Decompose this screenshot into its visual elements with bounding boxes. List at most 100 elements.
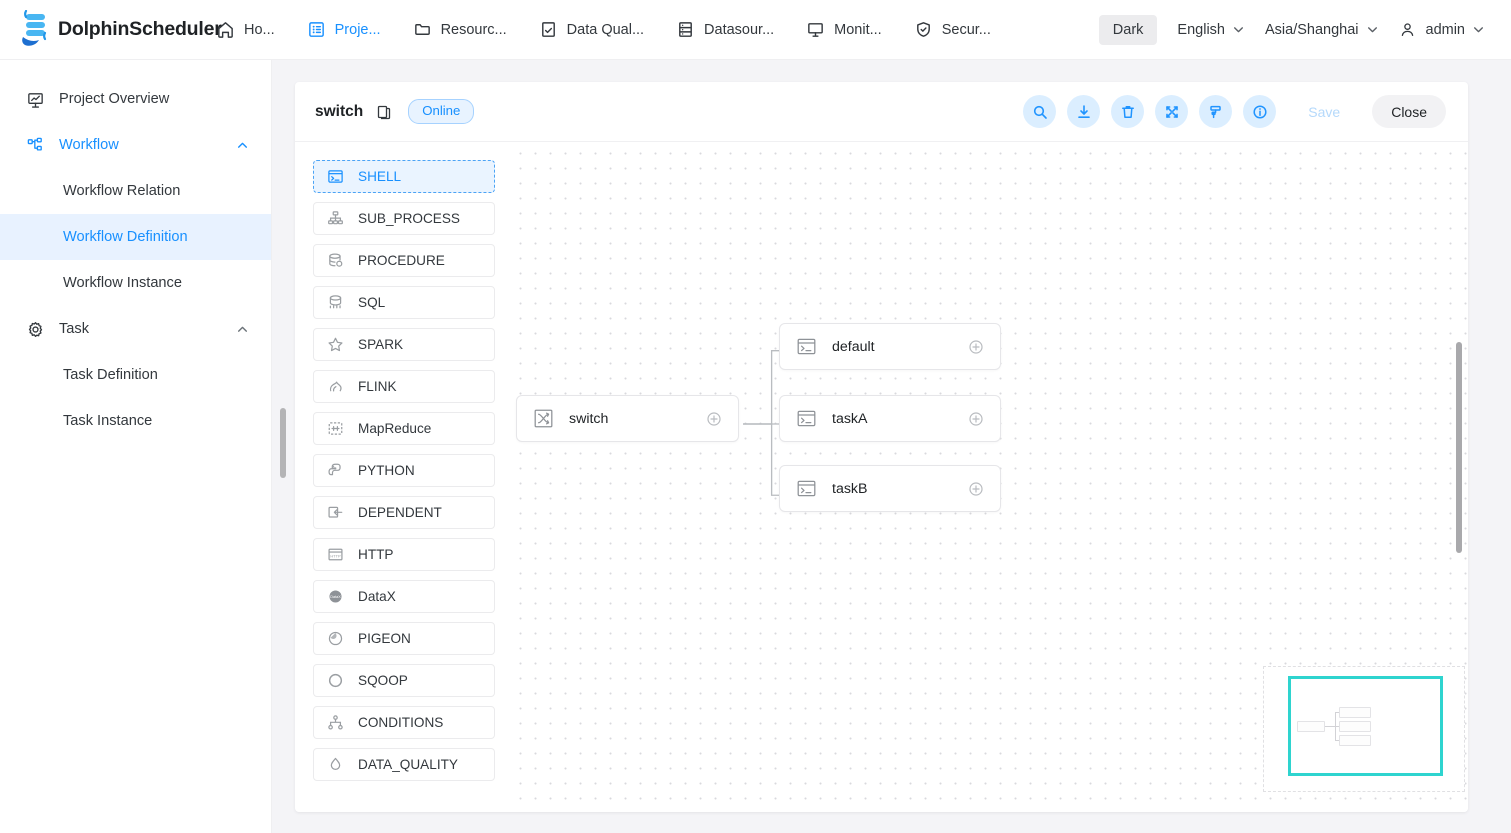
format-button[interactable]	[1199, 95, 1233, 128]
workflow-title: switch	[315, 102, 364, 120]
task-type-mapreduce[interactable]: MapReduce	[313, 412, 495, 445]
minimap-edge	[1335, 712, 1336, 740]
task-type-sub-process[interactable]: SUB_PROCESS	[313, 202, 495, 235]
shield-icon	[916, 22, 930, 37]
pigeon-icon	[328, 631, 343, 646]
http-icon: HTTP	[328, 548, 343, 561]
task-type-datax[interactable]: DataX DataX	[313, 580, 495, 613]
node-taskB[interactable]: taskB	[779, 465, 1001, 512]
task-type-python[interactable]: PYTHON	[313, 454, 495, 487]
sidebar-scrollbar[interactable]	[280, 408, 286, 478]
language-selector[interactable]: English	[1167, 16, 1255, 44]
workflow-editor-toolbar: switch Online	[295, 82, 1468, 142]
terminal-icon	[328, 170, 343, 183]
user-icon	[1401, 23, 1413, 37]
task-type-flink[interactable]: FLINK	[313, 370, 495, 403]
nav-label-project: Proje...	[334, 21, 381, 38]
sidebar-group-task[interactable]: Task	[0, 306, 271, 352]
timezone-value: Asia/Shanghai	[1264, 21, 1359, 38]
task-type-procedure[interactable]: PROCEDURE	[313, 244, 495, 277]
chevron-down-icon	[1367, 27, 1377, 33]
sidebar-item-task-definition[interactable]: Task Definition	[0, 352, 271, 398]
chevron-down-icon	[1474, 27, 1483, 33]
copy-icon[interactable]	[376, 104, 392, 120]
task-type-shell[interactable]: SHELL	[313, 160, 495, 193]
nav-item-security[interactable]: Secur...	[898, 0, 1007, 59]
node-add-port-icon[interactable]	[969, 481, 983, 496]
fullscreen-icon	[1165, 105, 1178, 118]
download-button[interactable]	[1067, 95, 1101, 128]
workflow-canvas[interactable]: switch default	[511, 142, 1468, 812]
overview-icon	[28, 92, 43, 108]
sidebar-item-workflow-instance[interactable]: Workflow Instance	[0, 260, 271, 306]
task-type-conditions[interactable]: CONDITIONS	[313, 706, 495, 739]
task-type-data-quality[interactable]: DATA_QUALITY	[313, 748, 495, 781]
info-button[interactable]	[1243, 95, 1277, 128]
trash-icon	[1121, 105, 1134, 118]
task-type-spark[interactable]: SPARK	[313, 328, 495, 361]
chevron-up-icon	[238, 142, 247, 148]
fullscreen-button[interactable]	[1155, 95, 1189, 128]
nav-item-data-quality[interactable]: Data Qual...	[523, 0, 660, 59]
sidebar-item-project-overview[interactable]: Project Overview	[0, 76, 271, 122]
status-badge: Online	[408, 99, 475, 124]
nav-item-datasource[interactable]: Datasour...	[660, 0, 790, 59]
workflow-icon	[27, 137, 42, 151]
node-add-port-icon[interactable]	[969, 339, 983, 354]
node-label: switch	[569, 410, 609, 427]
timezone-selector[interactable]: Asia/Shanghai	[1255, 16, 1389, 44]
delete-button[interactable]	[1111, 95, 1145, 128]
nav-item-project[interactable]: Proje...	[291, 0, 397, 59]
terminal-icon	[797, 480, 816, 497]
task-type-http[interactable]: HTTP HTTP	[313, 538, 495, 571]
sidebar-item-task-instance[interactable]: Task Instance	[0, 398, 271, 444]
task-type-dependent[interactable]: DEPENDENT	[313, 496, 495, 529]
node-add-port-icon[interactable]	[707, 411, 721, 426]
task-type-pigeon[interactable]: PIGEON	[313, 622, 495, 655]
water-drop-icon	[330, 757, 341, 771]
top-navigation-bar: DolphinScheduler Ho... Proje... Resourc.…	[0, 0, 1511, 60]
node-label: taskB	[832, 480, 868, 497]
top-nav-items: Ho... Proje... Resourc... Data Qual	[200, 0, 1099, 59]
nav-item-monitor[interactable]: Monit...	[790, 0, 898, 59]
sidebar-label-task-instance: Task Instance	[63, 413, 153, 429]
minimap-node-taskB	[1339, 735, 1371, 746]
search-button[interactable]	[1023, 95, 1057, 128]
sidebar-group-workflow[interactable]: Workflow	[0, 122, 271, 168]
brand[interactable]: DolphinScheduler	[0, 9, 222, 50]
theme-toggle-button[interactable]: Dark	[1098, 14, 1158, 45]
project-icon	[308, 22, 324, 37]
minimap-edge	[1335, 712, 1339, 713]
nav-label-monitor: Monit...	[834, 21, 882, 38]
minimap-edge	[1335, 740, 1339, 741]
task-type-palette: SHELL SUB_PROCESS	[295, 142, 511, 812]
node-default[interactable]: default	[779, 323, 1001, 370]
datax-icon: DataX	[329, 590, 342, 603]
nav-label-data-quality: Data Qual...	[566, 21, 645, 38]
terminal-icon	[797, 410, 816, 427]
nav-item-home[interactable]: Ho...	[200, 0, 291, 59]
user-menu[interactable]: admin	[1389, 15, 1496, 44]
task-type-sqoop[interactable]: SQOOP	[313, 664, 495, 697]
mapreduce-icon	[328, 422, 343, 435]
search-icon	[1033, 105, 1047, 119]
canvas-vertical-scrollbar[interactable]	[1456, 342, 1462, 553]
node-add-port-icon[interactable]	[969, 411, 983, 426]
close-button[interactable]: Close	[1372, 95, 1446, 128]
workflow-editor-body: SHELL SUB_PROCESS	[295, 142, 1468, 812]
node-taskA[interactable]: taskA	[779, 395, 1001, 442]
nav-item-resources[interactable]: Resourc...	[397, 0, 523, 59]
task-type-label: FLINK	[358, 379, 397, 394]
sidebar-item-workflow-definition[interactable]: Workflow Definition	[0, 214, 271, 260]
nav-label-security: Secur...	[941, 21, 991, 38]
sidebar-item-workflow-relation[interactable]: Workflow Relation	[0, 168, 271, 214]
minimap-viewport[interactable]	[1288, 676, 1443, 776]
canvas-minimap[interactable]	[1263, 666, 1465, 792]
task-type-sql[interactable]: SQL	[313, 286, 495, 319]
task-type-label: PYTHON	[358, 463, 415, 478]
minimap-edge	[1325, 726, 1339, 727]
node-switch[interactable]: switch	[516, 395, 739, 442]
sidebar-label-workflow-definition: Workflow Definition	[63, 229, 188, 245]
chevron-down-icon	[1233, 27, 1243, 33]
save-button[interactable]: Save	[1289, 95, 1360, 128]
